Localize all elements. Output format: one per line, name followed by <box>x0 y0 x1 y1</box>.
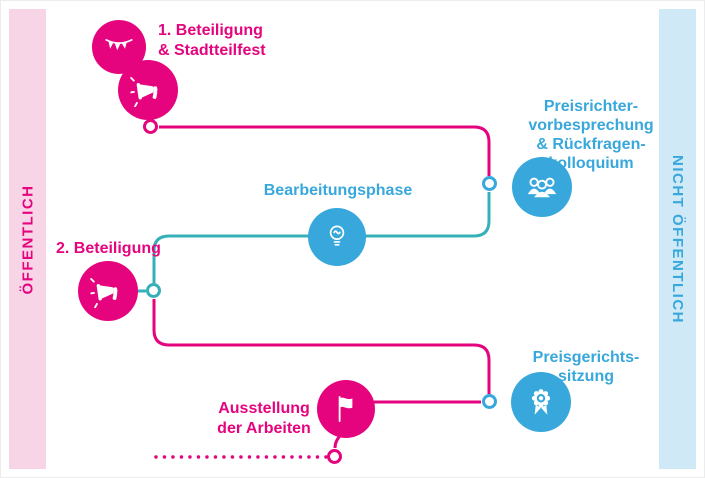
connector-node-5 <box>327 449 342 464</box>
connector-node-3 <box>146 283 161 298</box>
label-line: der Arbeiten <box>217 420 311 437</box>
label-line: & Stadtteilfest <box>158 42 266 59</box>
flag-icon <box>338 396 353 422</box>
beteiligung2-circle <box>78 261 138 321</box>
bearbeitungsphase-circle <box>308 208 366 266</box>
connector-node-1 <box>143 119 158 134</box>
connector-beteiligung1-to-preisrichter <box>159 125 491 176</box>
connector-node-4 <box>482 394 497 409</box>
preisgericht-circle <box>511 372 571 432</box>
label-line: 2. Beteiligung <box>56 240 161 257</box>
public-band: ÖFFENTLICH <box>9 9 46 469</box>
megaphone-icon <box>130 77 158 108</box>
label-line: sitzung <box>558 368 614 385</box>
lightbulb-icon <box>329 225 345 246</box>
preisrichter-circle <box>512 157 572 217</box>
label-line: vorbesprechung <box>528 117 654 134</box>
label-line: & Rückfragen- <box>536 136 646 153</box>
label-ausstellung: Ausstellung der Arbeiten <box>204 399 324 439</box>
label-beteiligung1: 1. Beteiligung & Stadtteilfest <box>158 21 266 61</box>
connector-node-2 <box>482 176 497 191</box>
bunting-icon <box>105 39 133 51</box>
label-bearbeitungsphase: Bearbeitungsphase <box>258 181 418 201</box>
label-line: Preisgerichts- <box>532 349 640 366</box>
private-band-label: NICHT ÖFFENTLICH <box>669 154 687 324</box>
jury-people-icon <box>527 177 557 198</box>
ausstellung-circle <box>317 380 375 438</box>
megaphone-icon <box>90 278 118 309</box>
private-band: NICHT ÖFFENTLICH <box>659 9 696 469</box>
medal-icon <box>531 389 551 415</box>
label-preisgericht: Preisgerichts- sitzung <box>524 348 648 386</box>
label-line: Preisrichter- <box>543 98 639 115</box>
label-line: 1. Beteiligung <box>158 22 263 39</box>
label-line: Ausstellung <box>218 400 310 417</box>
label-line: Bearbeitungsphase <box>263 182 413 199</box>
label-line: kolloquium <box>548 155 634 172</box>
label-preisrichter: Preisrichter- vorbesprechung & Rückfrage… <box>521 97 661 173</box>
connector-beteiligung2-to-preisgericht <box>152 299 491 394</box>
label-beteiligung2: 2. Beteiligung <box>56 239 161 259</box>
public-band-label: ÖFFENTLICH <box>19 184 36 294</box>
beteiligung1-circle <box>118 60 178 120</box>
